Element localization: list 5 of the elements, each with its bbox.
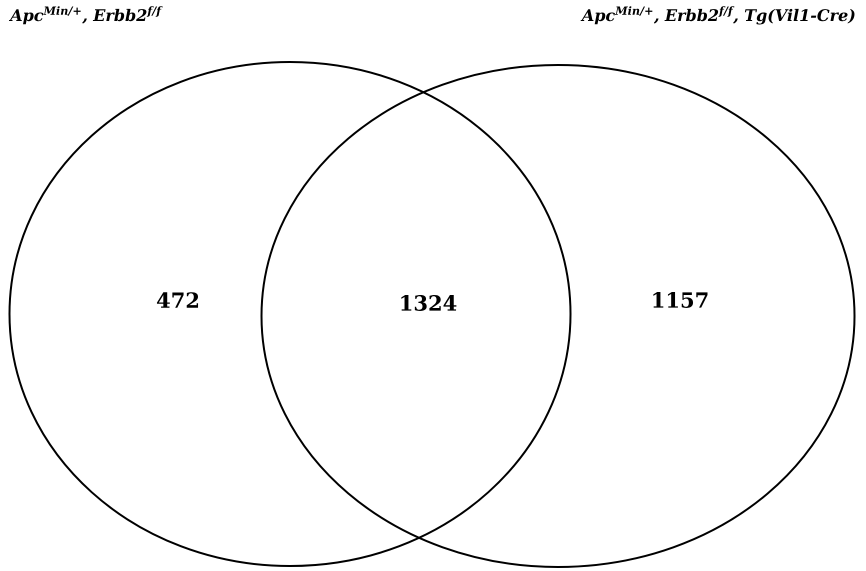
- count-label: 1324: [401, 295, 456, 311]
- set-label: Apc$^{Min/+}$, Erbb2$^{f/f}$: [8, 6, 163, 24]
- count-label: 472: [156, 292, 198, 308]
- set-label: Apc$^{Min/+}$, Erbb2$^{f/f}$, Tg(Vil1-Cre): [580, 6, 854, 25]
- count-label: 1157: [653, 292, 708, 308]
